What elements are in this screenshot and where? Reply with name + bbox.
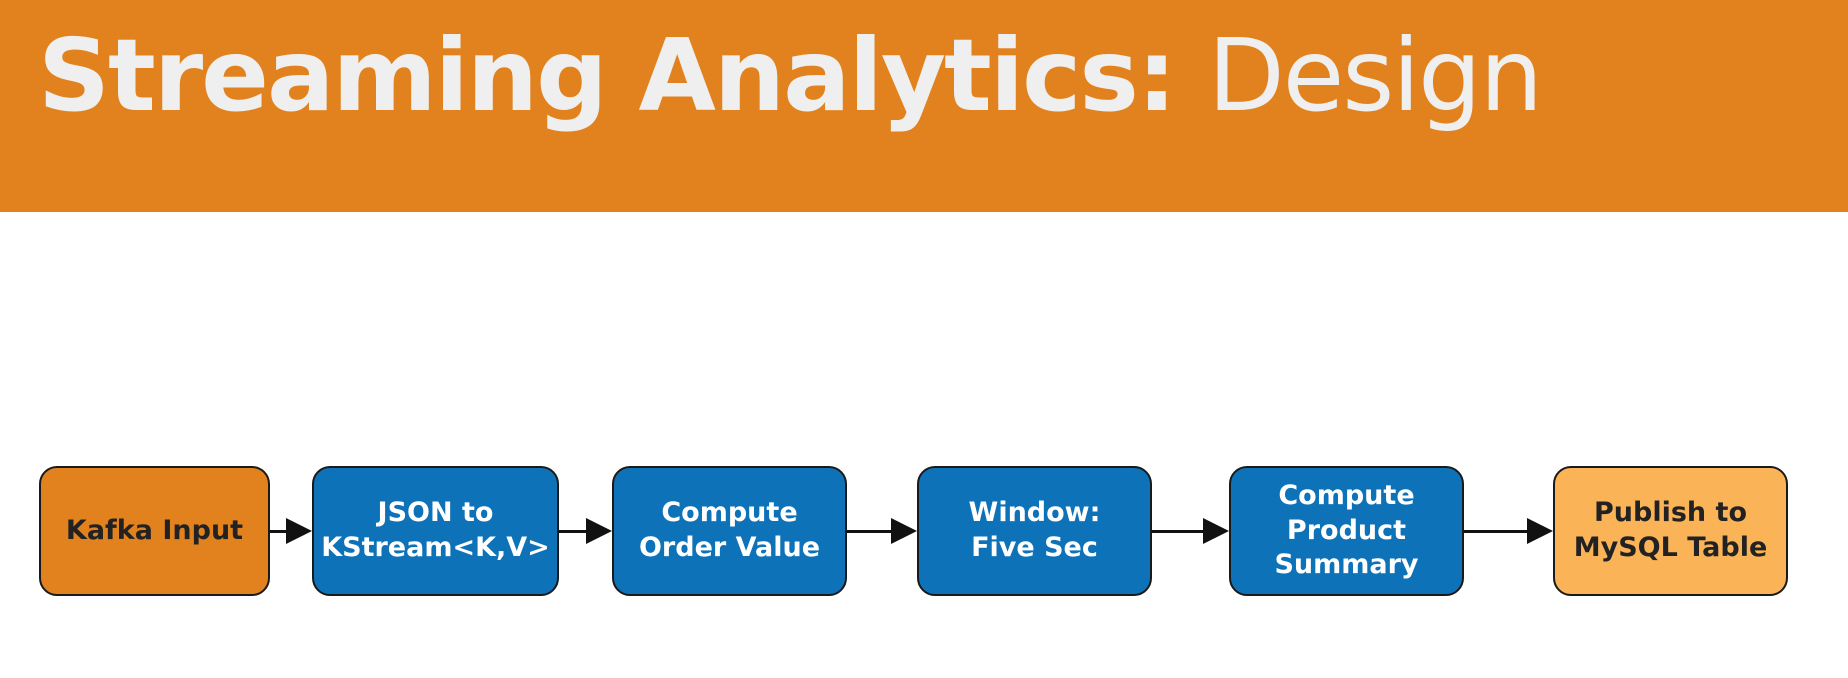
arrow-line	[559, 529, 588, 533]
node-label-json-to-kstream: JSON to KStream<K,V>	[321, 497, 550, 563]
node-compute-product-summary: Compute Product Summary	[1229, 466, 1464, 596]
arrow-line	[847, 529, 893, 533]
slide-title-bold: Streaming Analytics:	[38, 17, 1177, 134]
arrow-head-icon	[1527, 518, 1553, 544]
node-label-compute-product-summary: Compute Product Summary	[1274, 480, 1419, 581]
node-label-window-five-sec: Window: Five Sec	[968, 497, 1101, 563]
node-json-to-kstream: JSON to KStream<K,V>	[312, 466, 559, 596]
node-window-five-sec: Window: Five Sec	[917, 466, 1152, 596]
arrow-line	[1464, 529, 1529, 533]
slide-title-light: Design	[1207, 17, 1543, 134]
node-publish-to-mysql: Publish to MySQL Table	[1553, 466, 1788, 596]
arrow-head-icon	[586, 518, 612, 544]
arrow-head-icon	[1203, 518, 1229, 544]
arrow-line	[270, 529, 288, 533]
arrow-line	[1152, 529, 1205, 533]
slide-title: Streaming Analytics: Design	[38, 16, 1543, 136]
arrow-head-icon	[286, 518, 312, 544]
node-label-compute-order-value: Compute Order Value	[638, 497, 821, 563]
node-label-publish-to-mysql: Publish to MySQL Table	[1573, 497, 1768, 563]
slide-header: Streaming Analytics: Design	[0, 0, 1848, 212]
node-compute-order-value: Compute Order Value	[612, 466, 847, 596]
arrow-head-icon	[891, 518, 917, 544]
node-kafka-input: Kafka Input	[39, 466, 270, 596]
node-label-kafka-input: Kafka Input	[65, 514, 244, 546]
